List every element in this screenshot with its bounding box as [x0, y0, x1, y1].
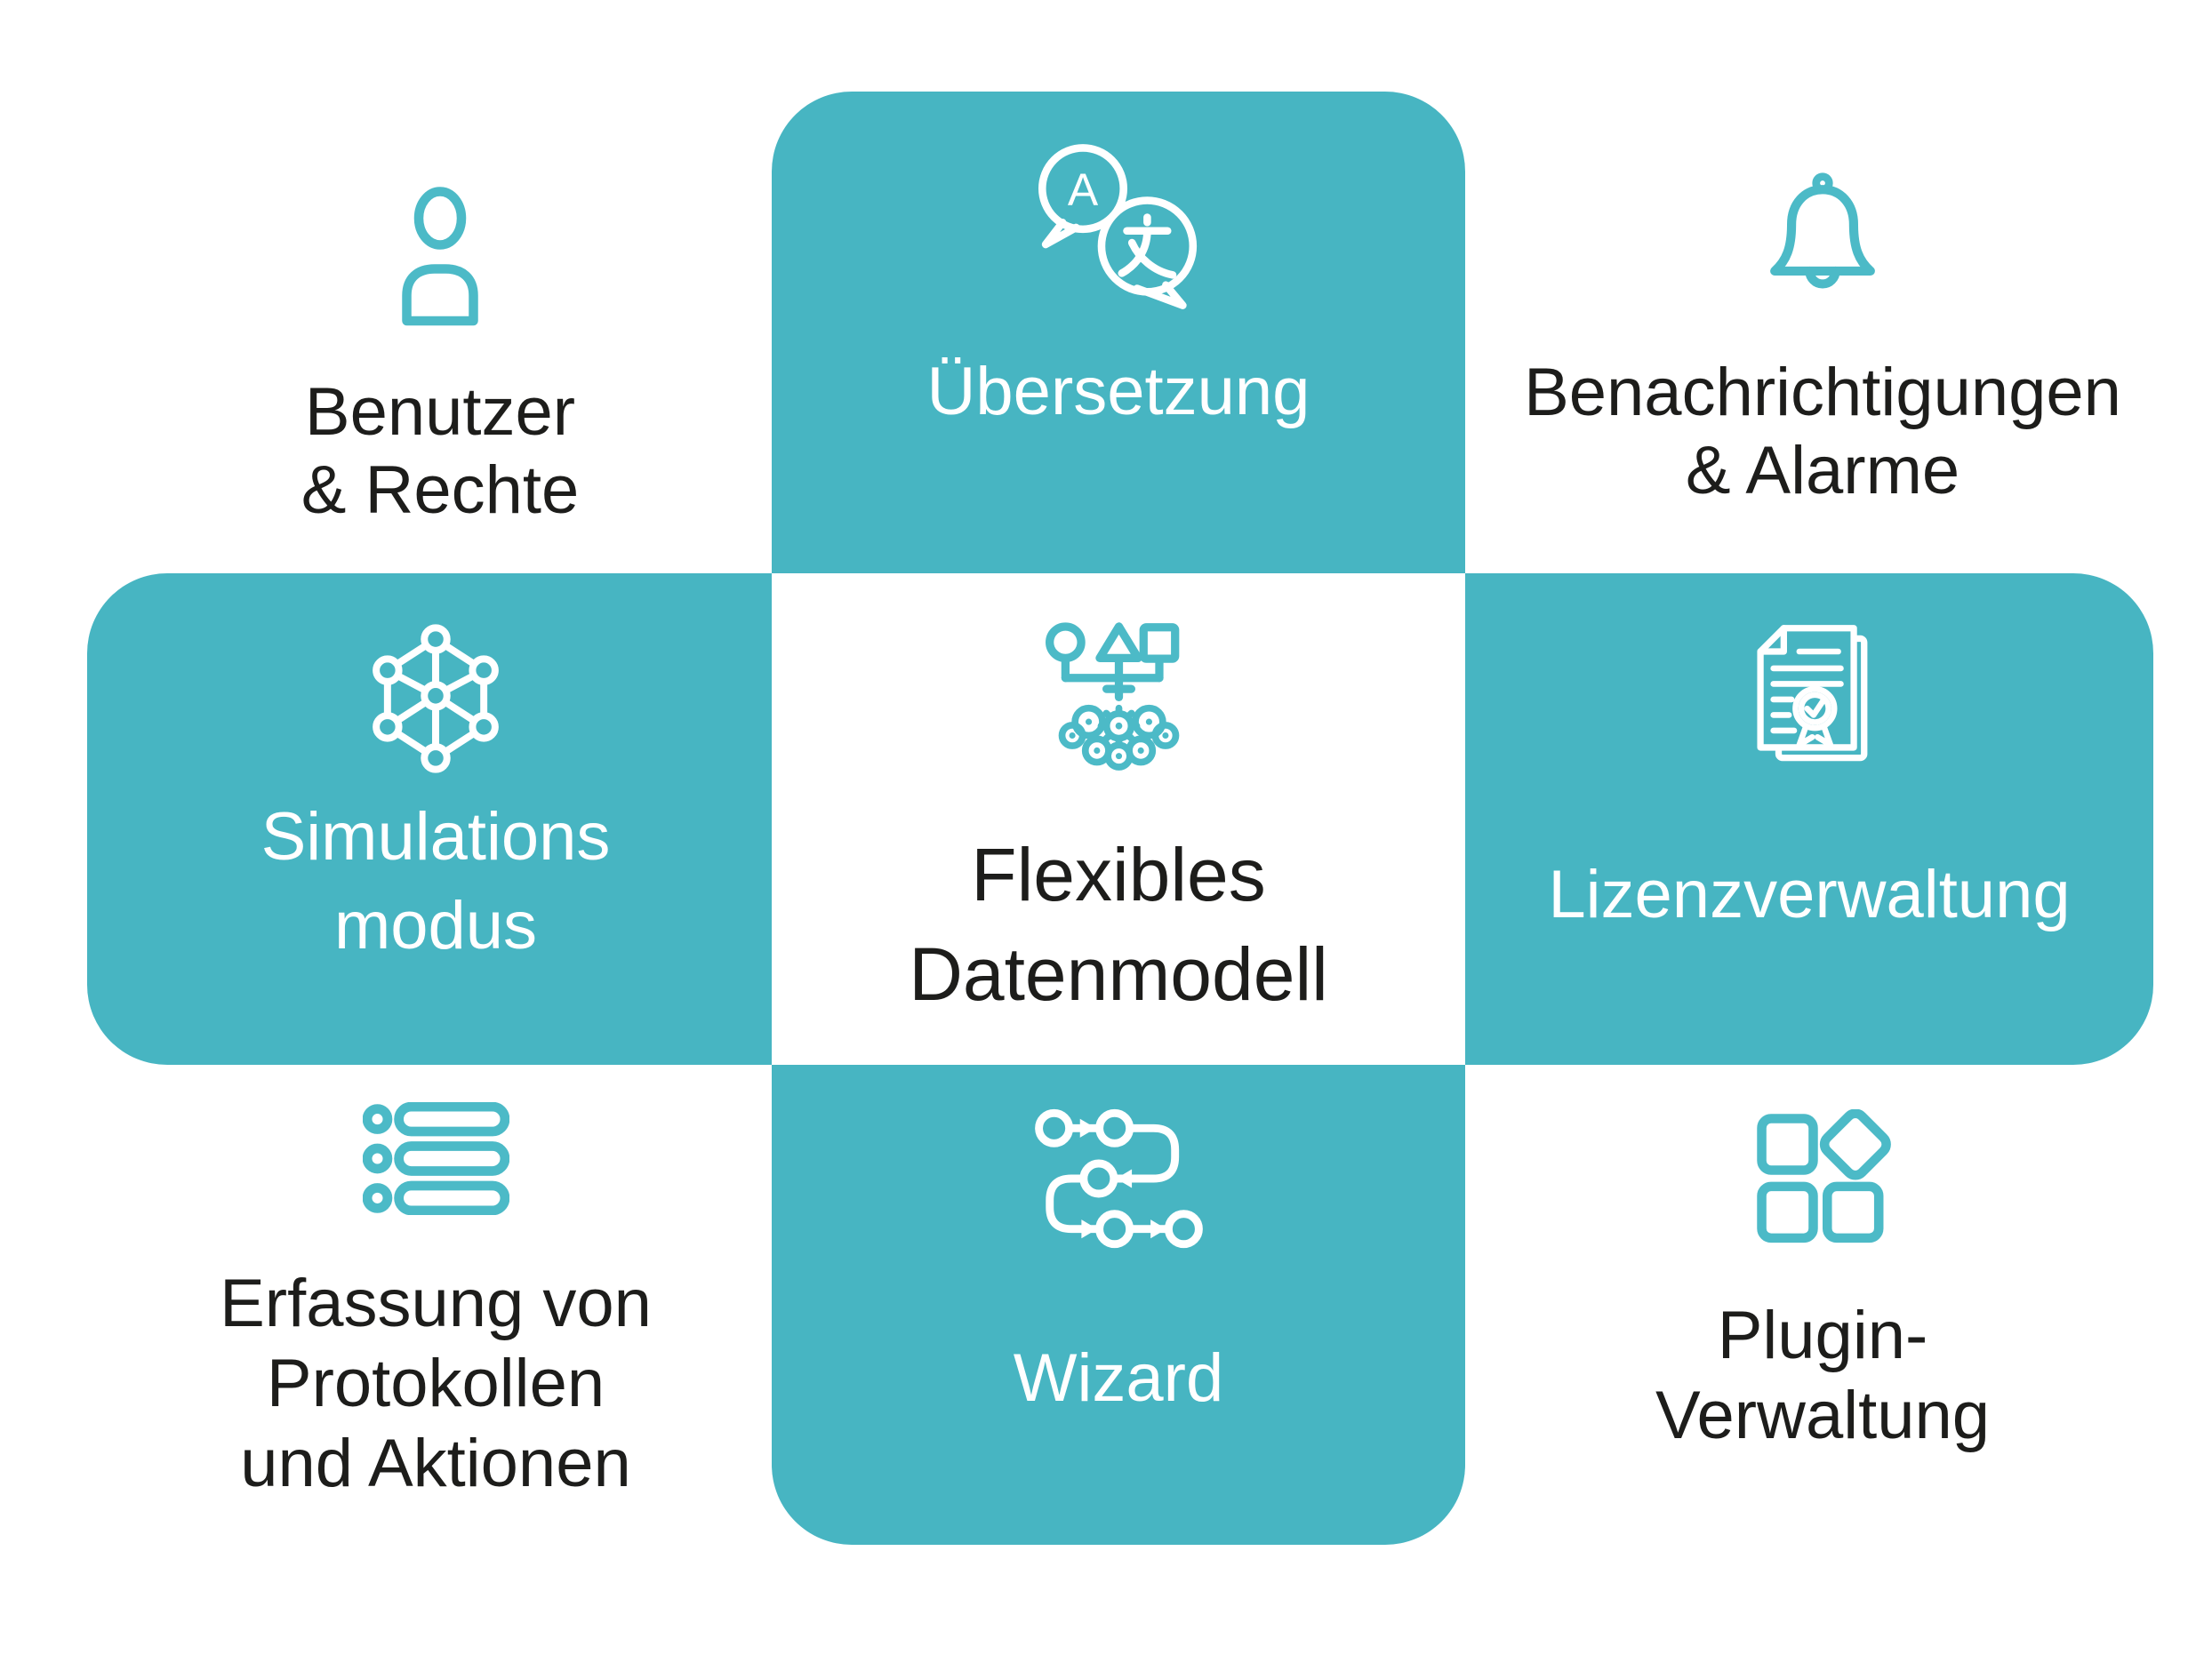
- cell-label-line: Datenmodell: [909, 932, 1328, 1016]
- cell-label-line: Protokollen: [266, 1346, 605, 1421]
- cell-label-line: & Alarme: [1685, 433, 1960, 508]
- cell-label-line: Verwaltung: [1655, 1378, 1991, 1453]
- cell-label-line: Übersetzung: [926, 354, 1310, 429]
- network-icon: [365, 622, 507, 775]
- data-model-icon: [1037, 620, 1201, 785]
- cell-label-line: Benachrichtigungen: [1524, 355, 2121, 430]
- list-icon: [362, 1102, 509, 1215]
- cell-erfassung-protokolle-aktionen: Erfassung von Protokollen und Aktionen: [142, 1102, 729, 1504]
- cell-label-line: & Rechte: [301, 452, 580, 528]
- cell-label-line: Plugin-: [1717, 1298, 1928, 1373]
- cell-simulationsmodus: Simulations modus: [116, 622, 756, 971]
- cell-lizenzverwaltung: Lizenzverwaltung: [1489, 620, 2129, 934]
- cell-label-line: Simulations: [260, 799, 611, 875]
- cell-benutzer-rechte: Benutzer & Rechte: [164, 182, 716, 530]
- cell-benachrichtigungen-alarme: Benachrichtigungen & Alarme: [1503, 169, 2143, 510]
- user-icon: [373, 182, 507, 329]
- cross-horizontal-left-segment: [87, 573, 772, 1065]
- cell-label-line: Flexibles: [971, 833, 1266, 916]
- cell-label-line: Erfassung von: [220, 1266, 652, 1341]
- plugin-icon: [1752, 1109, 1893, 1250]
- cell-label-line: modus: [333, 888, 538, 963]
- cell-flexibles-datenmodell: Flexibles Datenmodell: [807, 620, 1430, 1024]
- translation-icon: A: [1025, 138, 1212, 316]
- cell-uebersetzung: A Übersetzung: [807, 138, 1430, 431]
- translation-letter-a: A: [1068, 164, 1099, 215]
- cell-wizard: Wizard: [807, 1107, 1430, 1418]
- certificate-icon: [1732, 620, 1887, 776]
- cell-label-line: und Aktionen: [240, 1426, 631, 1501]
- cell-plugin-verwaltung: Plugin- Verwaltung: [1529, 1109, 2116, 1456]
- cell-label-line: Wizard: [1013, 1340, 1224, 1416]
- cell-label-line: Lizenzverwaltung: [1548, 857, 2071, 932]
- cell-label-line: Benutzer: [304, 374, 576, 450]
- flow-icon: [1032, 1107, 1206, 1251]
- bell-icon: [1751, 169, 1894, 311]
